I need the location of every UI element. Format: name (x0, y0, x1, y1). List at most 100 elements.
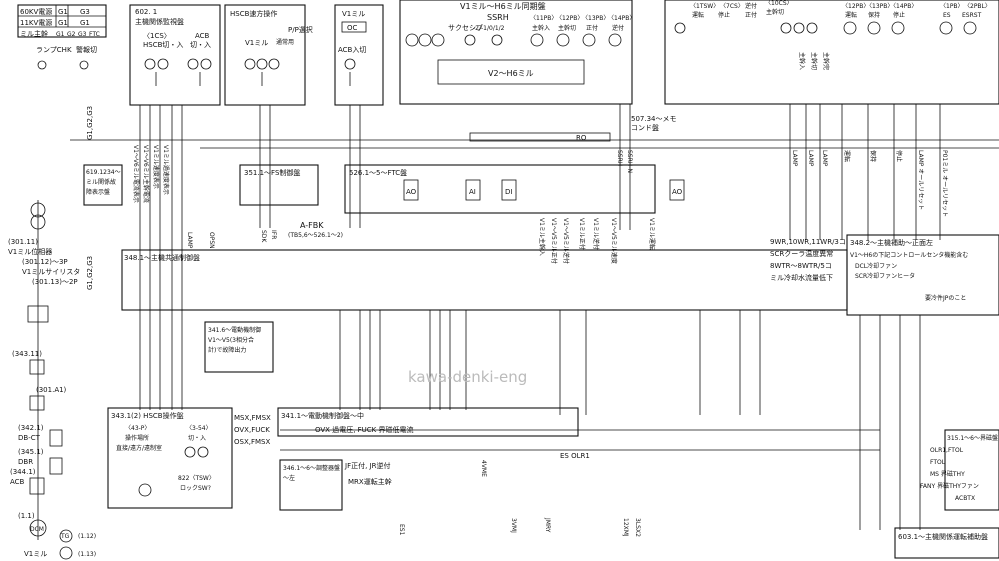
es-button[interactable] (939, 21, 953, 35)
dc-motor-icon (29, 519, 47, 537)
osx-label: OSX,FMSX (234, 438, 270, 446)
right-list-a: 9WR,10WR,11WR/3コ (770, 238, 846, 246)
run-button[interactable] (843, 21, 857, 35)
panel-343-sub4: 〈3-54〉 (186, 425, 212, 432)
tg-label: TG (60, 533, 70, 540)
row-11kv: 11KV電源 (20, 18, 52, 27)
esrst-button[interactable] (963, 21, 977, 35)
col-1tsw: 〈1TSW〉 (690, 3, 719, 10)
right-list-d: ミル冷却水流量低下 (770, 273, 833, 282)
panel-341-1-sub: OVX 過電圧, FUCK 界磁低電流 (315, 425, 414, 434)
sync-panel-title: V1ミル～H6ミル同期盤 (460, 1, 546, 11)
watermark: kawa-denki-eng (408, 368, 527, 386)
ao-label: AO (406, 188, 417, 196)
pb-14-label: 〈14PB〉 (890, 3, 917, 10)
mid-label-4: V1ミル正付 (578, 218, 586, 250)
panel-343-title: 343.1(2) HSCB操作盤 (111, 411, 184, 420)
panel-351: 351.1～FS制御盤 (239, 164, 319, 206)
col-reverse: 逆付 (745, 2, 757, 10)
wire-label-4: V1ミル過速度表示 (162, 145, 170, 195)
opsn-wire: OPSN (208, 232, 215, 249)
meter-3 (431, 33, 445, 47)
tsw-label: 822〈TSW〉 (178, 475, 215, 482)
es-olr-label: ES OLR1 (560, 452, 590, 460)
mid-label-7: V1ミル運転 (648, 218, 656, 250)
col-12pb: 〈12PB〉 (556, 15, 583, 22)
db-ct-icon (49, 429, 63, 447)
panel-619-l2: ミル関係故 (86, 178, 116, 186)
right-label-1: LAMP (791, 150, 798, 167)
hscb-op-lamp-2 (197, 446, 209, 458)
lamp-wire: LAMP (186, 232, 193, 249)
afbk-label: A-FBK (300, 221, 324, 230)
col-sub-fwd: 正付 (745, 11, 757, 19)
ssrh-wire-label: SSRH (616, 150, 623, 166)
pb-11-button[interactable] (530, 33, 544, 47)
cell-g1b: G1 (58, 19, 68, 27)
panel-603-title: 603.1～主機関係運転補助盤 (898, 532, 988, 541)
panel-341-1: 341.1～電動機制御盤～中 OVX 過電圧, FUCK 界磁低電流 (277, 407, 579, 437)
v1mill-label: V1ミル (245, 39, 268, 47)
dbr-icon (49, 457, 63, 475)
percent-meter (674, 22, 686, 34)
panel-348-2-l1: V1～H6の下記コントロールセンタ機能含む (850, 251, 968, 259)
alarm-off-button[interactable] (79, 60, 89, 70)
col-13pb: 〈13PB〉 (582, 15, 609, 22)
panel-346-sub: ～左 (283, 474, 295, 482)
transformer-icon-bottom (30, 214, 46, 230)
pb-stop-label: 停止 (893, 11, 905, 19)
main-off-vert: 主幹切 (810, 52, 818, 70)
panel-341-6: 341.6～電動機制御 V1～V5(3相分合 計)で故障出力 (204, 321, 274, 373)
meter-2 (418, 33, 432, 47)
ro-label: RO (576, 134, 587, 142)
row-60kv: 60KV電源 (20, 7, 52, 16)
ssrh-switch[interactable] (491, 34, 503, 46)
right-label-5: 保持 (869, 150, 877, 162)
v2-h6-band: V2～H6ミル (488, 69, 534, 78)
pb-13-button[interactable] (582, 33, 596, 47)
acb-onoff-label: ACB入切 (338, 46, 366, 54)
panel-315-title: 315.1～6～界磁盤 (947, 434, 998, 442)
pb-12-label: 〈12PB〉 (842, 3, 869, 10)
main-on-vert: 主幹入 (798, 52, 806, 70)
stop-button[interactable] (891, 21, 905, 35)
panel-351-title: 351.1～FS制御盤 (244, 168, 300, 177)
ai-label: AI (469, 188, 476, 196)
right-label-3: LAMP (821, 150, 828, 167)
cell-g3: G3 (80, 8, 90, 16)
c301-13: (301.13)～2P (32, 278, 78, 286)
jf-label: JF正付, JR逆付 (344, 461, 390, 470)
lamp-check-button[interactable] (37, 60, 47, 70)
right-label-2: LAMP (807, 150, 814, 167)
q-lamp-2 (793, 22, 805, 34)
hscb-off-lamp (144, 58, 156, 70)
hold-button[interactable] (867, 21, 881, 35)
right-list: 9WR,10WR,11WR/3コ SCRクーラ温度異常 8WTR～8WTR/5コ… (770, 238, 846, 282)
panel-603: 603.1～主機関係運転補助盤 (894, 527, 999, 559)
hscb-on-lamp (157, 58, 169, 70)
c345-1: (345.1) (18, 448, 44, 456)
bottom-label-1: 4VME (480, 460, 487, 477)
right-label-4: 運転 (843, 150, 851, 162)
panel-348-1-title: 348.1～主機共通制御盤 (124, 253, 200, 262)
bottom-labels: 4VME 3VMJ JMRY 12XMJ 3LSX2 ES1 (398, 460, 641, 537)
normal-label: 通常用 (276, 38, 294, 46)
col-sub-1: 主幹入 (532, 24, 550, 32)
col-sub-3: 正付 (586, 24, 598, 32)
acb-equip-label: ACB (10, 478, 25, 486)
pb-run-label: 運転 (845, 11, 857, 19)
q-lamp-1 (780, 22, 792, 34)
col-11pb: 〈11PB〉 (530, 15, 557, 22)
bottom-label-4: 12XMJ (622, 518, 629, 537)
acb-icon (29, 477, 45, 495)
panel-348-2-l3: SCR冷却ファンヒータ (855, 272, 915, 280)
v1mill-title: V1ミル (342, 10, 365, 18)
pb-14-button[interactable] (608, 33, 622, 47)
db-ct-label: DB-CT (18, 434, 41, 442)
pb-12-button[interactable] (556, 33, 570, 47)
sakushon-label: サクセシブ (448, 23, 483, 32)
right-wire-labels: LAMP LAMP LAMP 運転 保持 停止 LAMP オールリセット P01… (791, 150, 948, 217)
panel-343: 343.1(2) HSCB操作盤 〈43-P〉 操作場所 直接/遠方/遠制室 〈… (107, 407, 271, 509)
di-label: DI (505, 188, 512, 196)
mid-label-6: V1～V5ミル速度 (610, 218, 618, 264)
